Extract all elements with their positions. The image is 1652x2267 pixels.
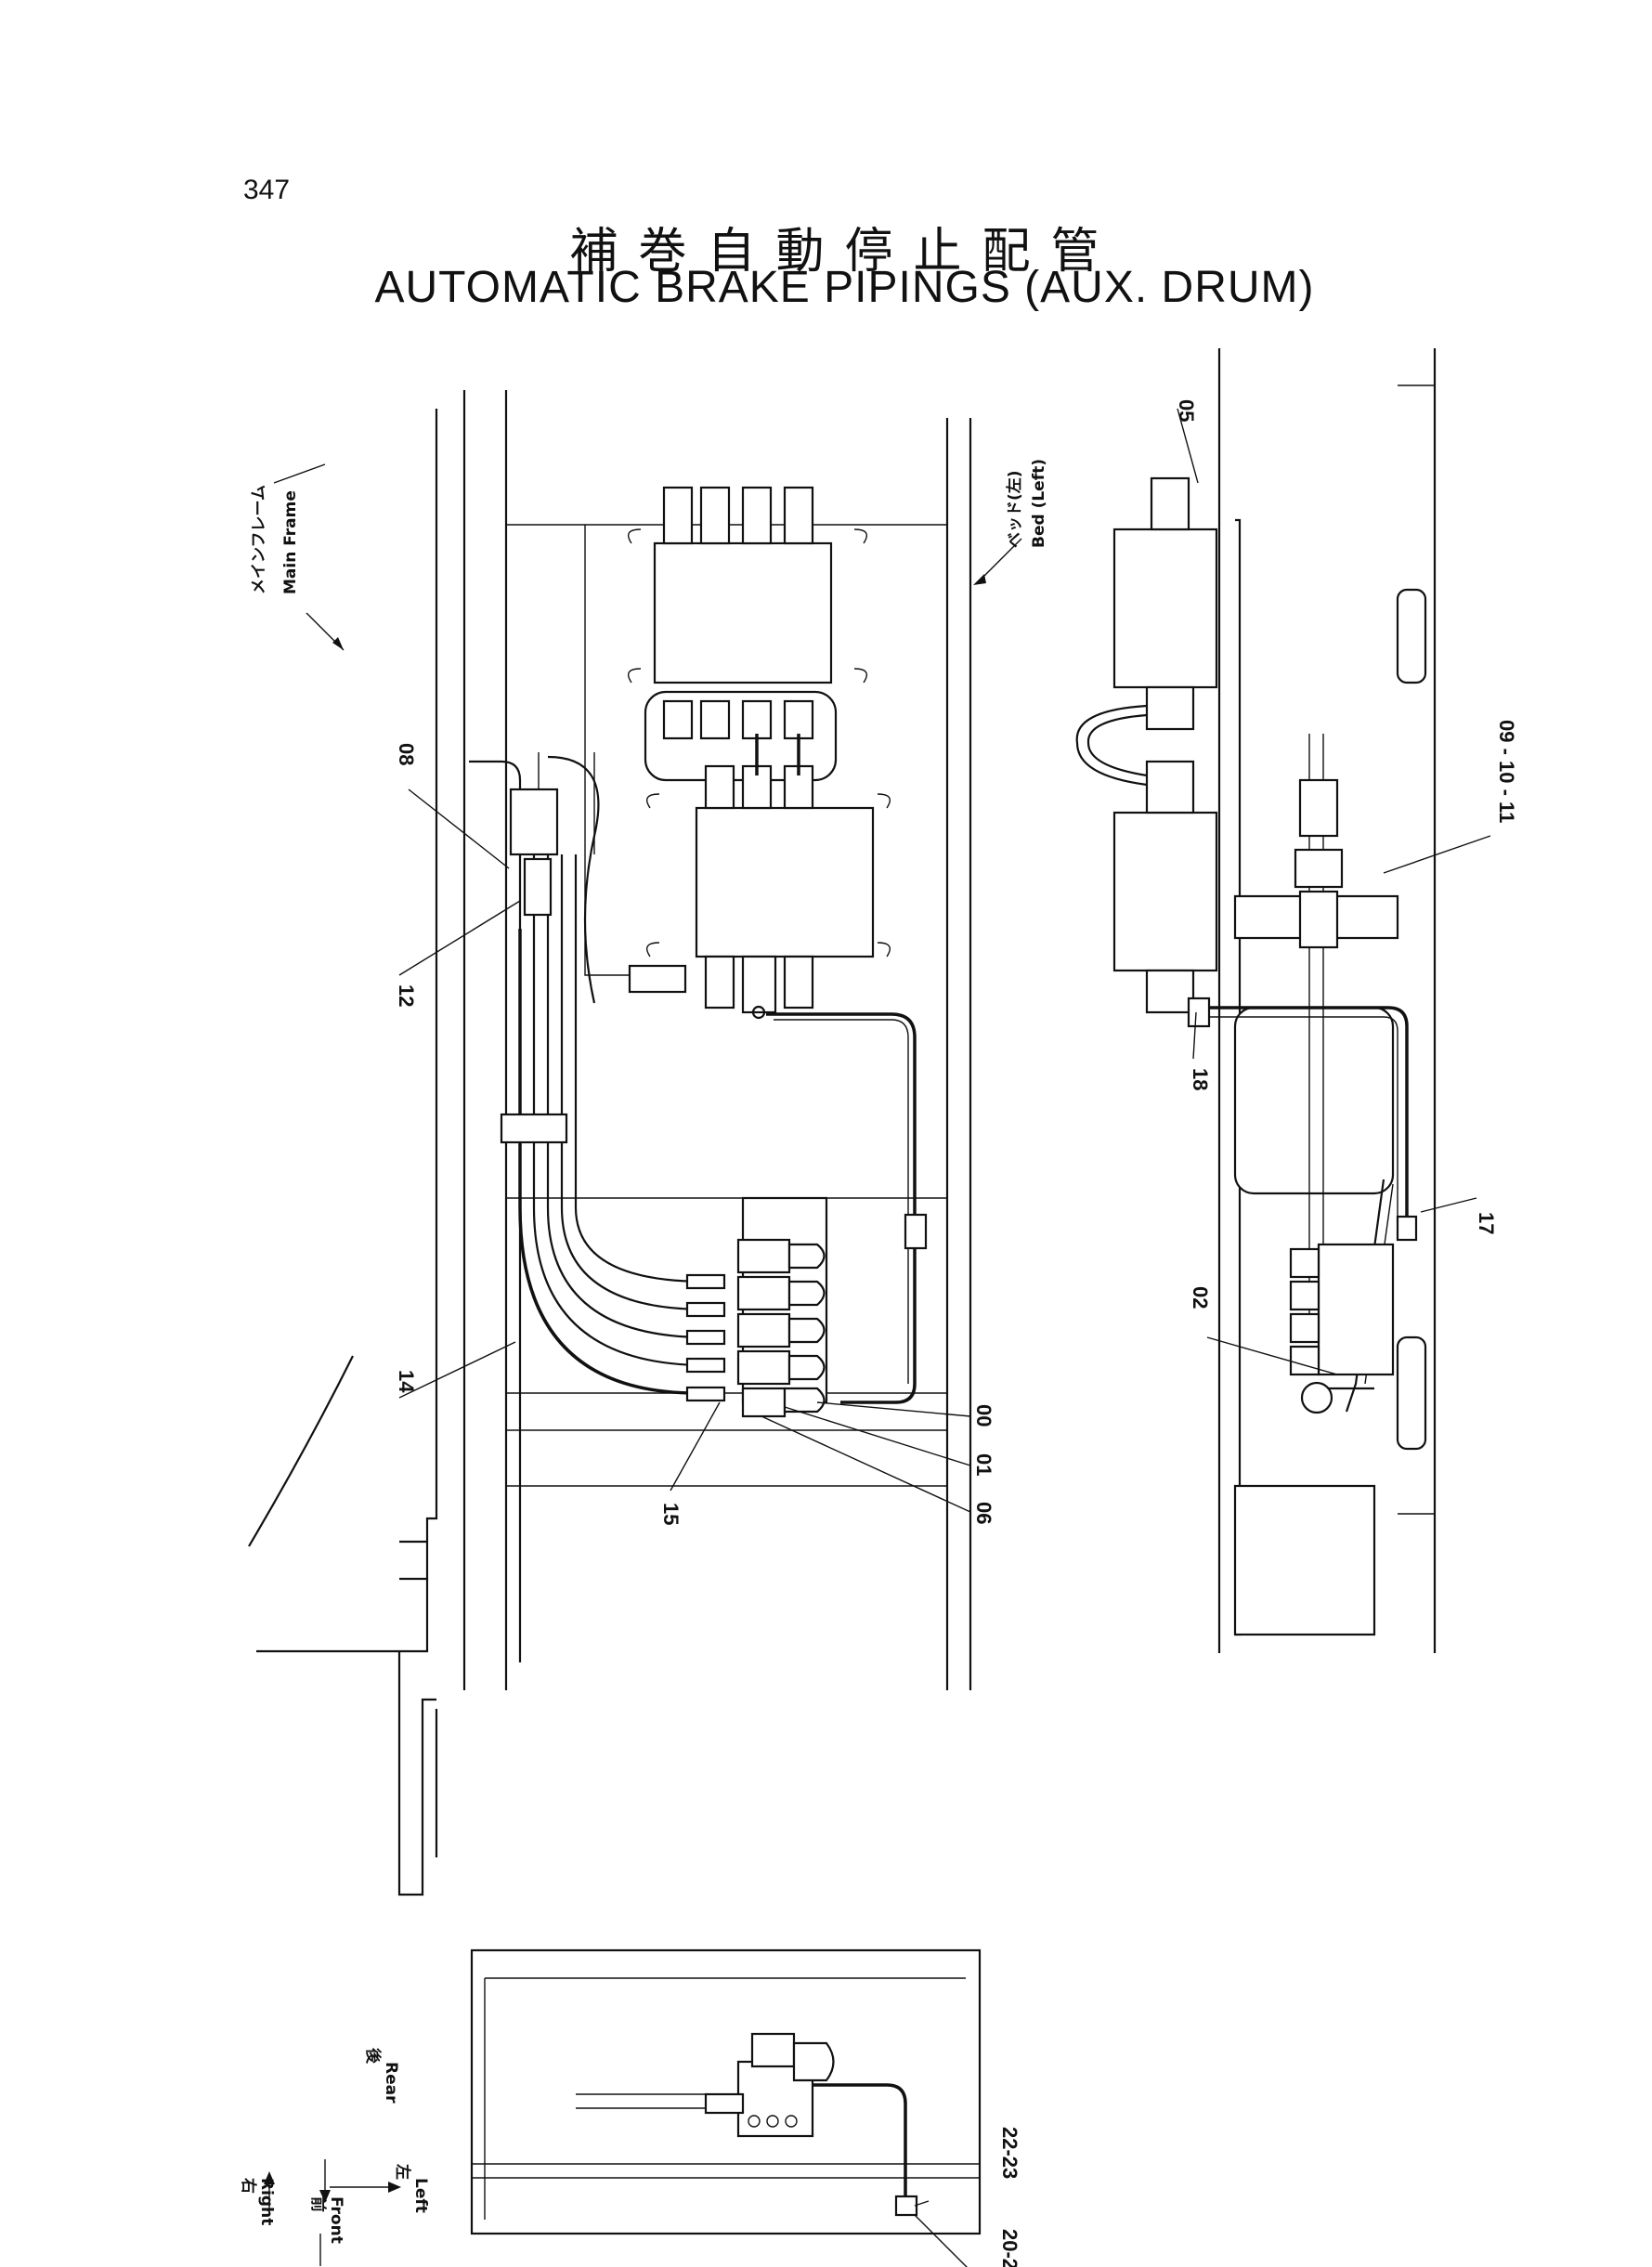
orientation-left-jp: 左 bbox=[393, 2164, 412, 2180]
callout-08: 08 bbox=[395, 743, 418, 765]
callout-09-10-11: 09 - 10 - 11 bbox=[1495, 720, 1518, 823]
detail-view bbox=[470, 1948, 982, 2235]
orientation-rear-en: Rear bbox=[382, 2062, 400, 2104]
main-frame-label: メインフレーム Main Frame bbox=[250, 463, 345, 651]
callout-05: 05 bbox=[1175, 399, 1198, 422]
bed-left-en: Bed (Left) bbox=[1030, 459, 1048, 548]
callout-22-23: 22-23 bbox=[998, 2127, 1021, 2179]
callouts: 05 08 12 09 - 10 - 11 18 17 02 14 15 00 … bbox=[395, 399, 1518, 2267]
main-frame-jp: メインフレーム bbox=[250, 485, 268, 594]
title-english: AUTOMATIC BRAKE PIPINGS (AUX. DRUM) bbox=[374, 263, 1315, 312]
callout-14: 14 bbox=[395, 1370, 418, 1393]
orientation-front-en: Front bbox=[327, 2196, 345, 2244]
side-view bbox=[1075, 348, 1437, 1653]
page-number: 347 bbox=[243, 175, 291, 205]
callout-12: 12 bbox=[395, 984, 418, 1007]
orientation-rear-jp: 後 bbox=[363, 2048, 383, 2065]
hose-bundle bbox=[500, 752, 707, 1395]
bed-left-jp: ベッド(左) bbox=[1005, 470, 1024, 548]
bed-rails: ベッド(左) Bed (Left) bbox=[945, 418, 1048, 1690]
main-frame-outline bbox=[248, 390, 522, 1896]
valve-assembly-upper bbox=[628, 486, 891, 1020]
orientation-indicator: 右 Right 後 Rear 左 Left 前 Front bbox=[239, 2048, 430, 2266]
main-frame-en: Main Frame bbox=[281, 490, 300, 594]
callout-06: 06 bbox=[972, 1502, 995, 1524]
callout-01: 01 bbox=[972, 1453, 995, 1476]
callout-17: 17 bbox=[1475, 1212, 1498, 1234]
orientation-right-jp: 右 bbox=[239, 2178, 258, 2194]
callout-20-21: 20-21 bbox=[998, 2229, 1021, 2267]
callout-18: 18 bbox=[1189, 1068, 1212, 1090]
valve-block-lower bbox=[685, 1196, 828, 1418]
pipe-route-right bbox=[766, 1012, 928, 1404]
orientation-left-en: Left bbox=[411, 2178, 430, 2213]
orientation-right-en: Right bbox=[257, 2178, 276, 2225]
cross-members bbox=[506, 524, 947, 1487]
callout-00: 00 bbox=[972, 1404, 995, 1427]
orientation-front-jp: 前 bbox=[308, 2196, 328, 2212]
callout-15: 15 bbox=[659, 1503, 683, 1525]
callout-02: 02 bbox=[1189, 1286, 1212, 1309]
leader-lines bbox=[398, 408, 1491, 2267]
title-japanese: 補巻自動停止配管 bbox=[569, 224, 1120, 280]
